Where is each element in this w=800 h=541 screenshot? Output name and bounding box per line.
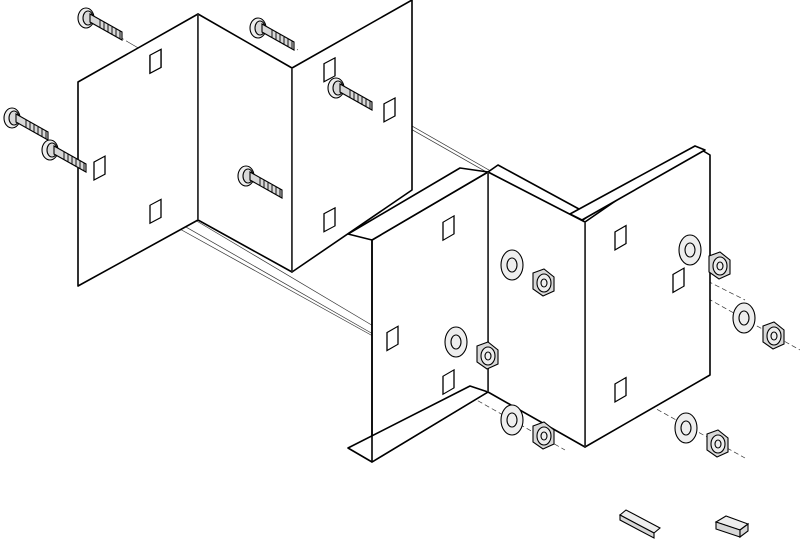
washer-icon bbox=[444, 326, 468, 358]
bracket-slot bbox=[614, 376, 627, 403]
bracket-slot bbox=[442, 368, 455, 396]
bracket-slot bbox=[149, 48, 162, 75]
carriage-bolt-icon bbox=[249, 17, 295, 51]
washer-icon bbox=[678, 234, 702, 266]
carriage-bolt-icon bbox=[3, 107, 49, 141]
washer-icon bbox=[674, 412, 698, 444]
bracket-slot bbox=[442, 214, 455, 242]
bracket-slot bbox=[614, 224, 627, 251]
bracket-slot bbox=[672, 267, 685, 294]
washer-icon bbox=[500, 404, 524, 436]
carriage-bolt-icon bbox=[77, 7, 123, 41]
washer-icon bbox=[500, 249, 524, 281]
bracket-slot bbox=[383, 96, 396, 123]
hex-key-icon bbox=[619, 509, 661, 539]
bracket-slot bbox=[149, 198, 162, 225]
hex-nut-icon bbox=[762, 321, 785, 350]
spacer-block-icon bbox=[714, 515, 750, 539]
bracket-slot bbox=[323, 56, 336, 83]
hex-nut-icon bbox=[708, 251, 731, 280]
right-channel-bracket bbox=[347, 145, 711, 463]
hex-nut-icon bbox=[706, 429, 729, 458]
left-corner-bracket bbox=[77, 0, 413, 287]
bracket-slot bbox=[323, 206, 336, 233]
bracket-slot bbox=[93, 155, 106, 182]
bracket-slot bbox=[386, 325, 399, 352]
washer-icon bbox=[732, 302, 756, 334]
